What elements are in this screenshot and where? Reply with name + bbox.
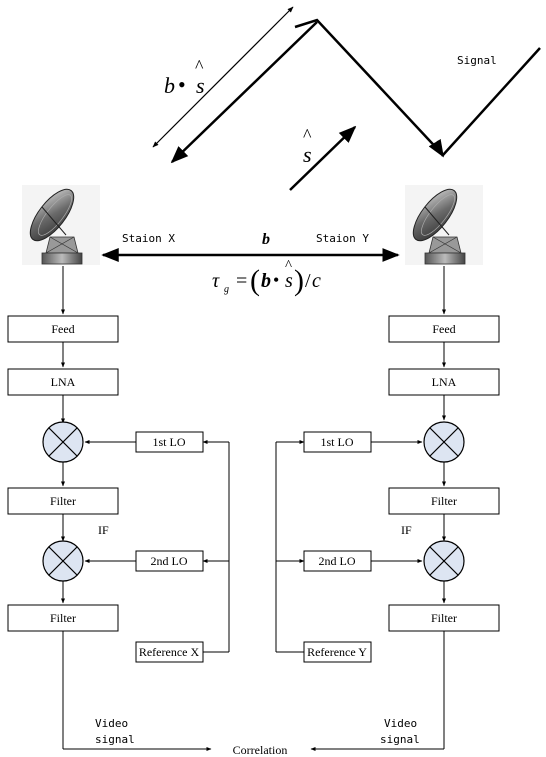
- left-lo1-label: 1st LO: [153, 435, 186, 449]
- left-video-label-1: Video: [95, 717, 128, 730]
- svg-text:τ: τ: [212, 270, 220, 292]
- mixer-icon: [423, 540, 465, 582]
- left-lna-label: LNA: [51, 375, 76, 389]
- svg-text:/: /: [305, 270, 311, 292]
- svg-text:=: =: [236, 270, 247, 292]
- left-video-label-2: signal: [95, 733, 135, 746]
- svg-text:^: ^: [285, 258, 292, 274]
- svg-text:s: s: [196, 73, 205, 98]
- right-video-label-1: Video: [384, 717, 417, 730]
- left-lo2-box: [135, 550, 204, 572]
- right-chain: [275, 266, 446, 751]
- svg-text:): ): [294, 264, 304, 297]
- right-if-label: IF: [401, 523, 412, 537]
- right-lo2-label: 2nd LO: [319, 554, 356, 568]
- baseline-b-label: b: [262, 231, 270, 248]
- right-filter1-box: [388, 487, 500, 515]
- svg-text:b: b: [261, 270, 271, 292]
- svg-text:(: (: [250, 264, 260, 297]
- left-feed-box: [7, 315, 119, 343]
- unit-vector-arrow: [289, 125, 357, 191]
- left-chain: [61, 266, 230, 751]
- svg-text:^: ^: [303, 125, 312, 145]
- signal-arrow-right-tip: [428, 138, 445, 158]
- left-reference-label: Reference X: [139, 645, 200, 659]
- mixer-icon: [423, 421, 465, 463]
- right-video-label-2: signal: [380, 733, 420, 746]
- left-lo2-label: 2nd LO: [151, 554, 188, 568]
- svg-text:b: b: [164, 73, 175, 98]
- right-reference-label: Reference Y: [307, 645, 367, 659]
- svg-text:•: •: [273, 270, 279, 290]
- left-filter1-box: [7, 487, 119, 515]
- station-x-label: Staion X: [122, 232, 175, 245]
- left-feed-label: Feed: [51, 322, 74, 336]
- right-lo1-label: 1st LO: [321, 435, 354, 449]
- left-lo1-box: [135, 431, 204, 453]
- right-reference-box: [303, 641, 372, 663]
- correlation-label: Correlation: [233, 743, 288, 757]
- left-if-label: IF: [98, 523, 109, 537]
- station-y-label: Staion Y: [316, 232, 369, 245]
- right-lna-label: LNA: [432, 375, 457, 389]
- svg-text:s: s: [285, 270, 293, 292]
- svg-text:•: •: [178, 72, 186, 97]
- svg-text:c: c: [312, 270, 321, 292]
- baseline-projection-arrow: [152, 6, 294, 148]
- right-lo1-box: [303, 431, 372, 453]
- baseline-projection-label: b • s ^: [164, 56, 205, 98]
- dish-antenna-icon: [404, 182, 484, 266]
- svg-text:^: ^: [195, 56, 204, 76]
- mixer-icon: [42, 540, 84, 582]
- right-feed-label: Feed: [432, 322, 455, 336]
- left-lna-box: [7, 368, 119, 396]
- left-reference-box: [135, 641, 204, 663]
- signal-wavefront: [294, 18, 541, 157]
- left-filter2-box: [7, 604, 119, 632]
- signal-arrow-left: [170, 21, 318, 164]
- signal-label: Signal: [457, 54, 497, 67]
- dish-antenna-icon: [21, 182, 101, 266]
- svg-text:g: g: [224, 284, 229, 295]
- right-lna-box: [388, 368, 500, 396]
- right-filter1-label: Filter: [431, 494, 457, 508]
- right-feed-box: [388, 315, 500, 343]
- unit-vector-label: s ^: [303, 125, 312, 167]
- right-filter2-box: [388, 604, 500, 632]
- left-filter1-label: Filter: [50, 494, 76, 508]
- right-filter2-label: Filter: [431, 611, 457, 625]
- right-lo2-box: [303, 550, 372, 572]
- left-filter2-label: Filter: [50, 611, 76, 625]
- mixer-icon: [42, 421, 84, 463]
- svg-text:s: s: [303, 142, 312, 167]
- delay-formula: τ g = ( b • s ^ ) / c: [212, 258, 321, 297]
